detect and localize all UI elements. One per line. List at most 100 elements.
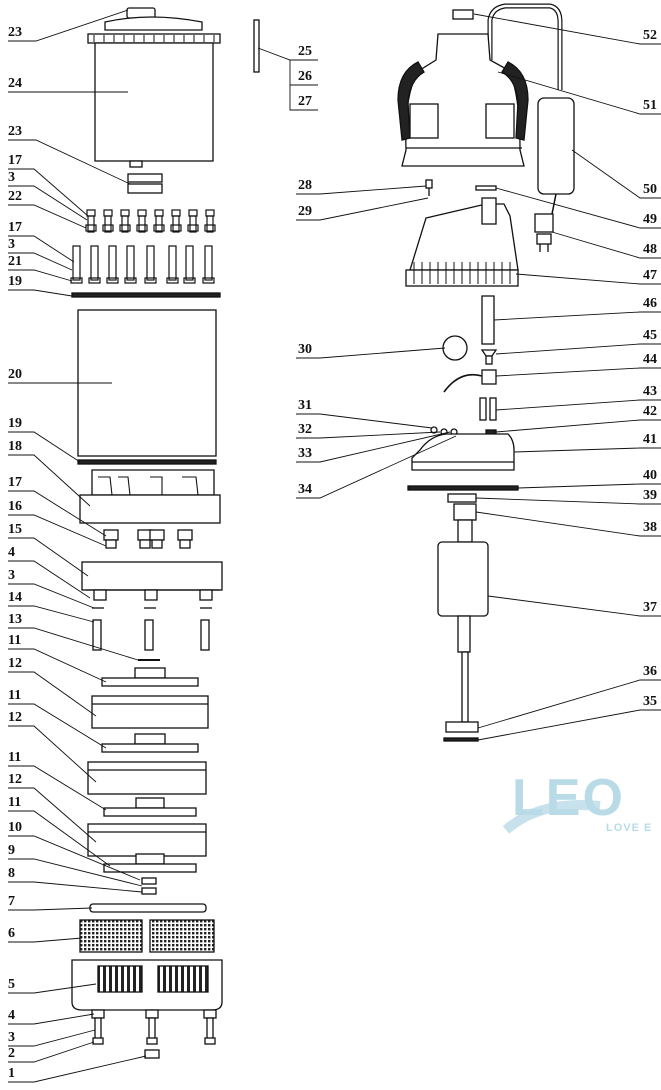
part-number-label: 14	[8, 590, 22, 605]
part-number-label: 10	[8, 820, 22, 835]
part-number-label: 17	[8, 153, 22, 168]
part-48-plug	[534, 213, 554, 252]
part-15-middle-plate	[81, 561, 223, 601]
bolts-row-1	[85, 209, 216, 233]
part-number-label: 13	[8, 612, 22, 627]
part-number-label: 49	[643, 212, 657, 227]
part-11-impeller-1	[101, 667, 199, 687]
part-number-label: 41	[643, 432, 657, 447]
part-number-label: 7	[8, 894, 15, 909]
part-number-label: 17	[8, 475, 22, 490]
part-6-strainer	[79, 919, 215, 953]
part-number-label: 30	[298, 342, 312, 357]
part-23-cap-top	[104, 7, 203, 31]
part-number-label: 23	[8, 124, 22, 139]
part-number-label: 45	[643, 328, 657, 343]
part-7-plate	[89, 903, 207, 913]
part-47-motor-cover	[405, 197, 519, 287]
bolts-row-2	[70, 245, 215, 284]
part-number-label: 32	[298, 422, 312, 437]
part-number-label: 31	[298, 398, 312, 413]
part-44-bracket	[443, 369, 497, 393]
part-number-label: 34	[298, 482, 312, 497]
part-number-label: 12	[8, 772, 22, 787]
part-number-label: 16	[8, 499, 22, 514]
part-11-impeller-3	[103, 797, 197, 817]
part-number-label: 11	[8, 750, 22, 765]
part-38-bearing	[453, 503, 477, 543]
part-number-label: 47	[643, 268, 657, 283]
part-46-rod	[481, 295, 495, 345]
part-51-handle-cover	[397, 33, 529, 167]
part-35-washer	[443, 737, 479, 742]
part-14-sleeves	[92, 607, 212, 651]
part-40-gasket	[407, 485, 519, 491]
part-16-coupling-nuts	[103, 529, 193, 549]
part-number-label: 42	[643, 404, 657, 419]
part-number-label: 50	[643, 182, 657, 197]
part-2-3-4-feet	[91, 1009, 217, 1045]
part-1-small-nut	[144, 1049, 160, 1059]
part-number-label: 39	[643, 488, 657, 503]
watermark-tagline: LOVE E	[606, 822, 653, 834]
part-number-label: 23	[8, 25, 22, 40]
part-number-label: 5	[8, 977, 15, 992]
part-number-label: 38	[643, 520, 657, 535]
part-number-label: 36	[643, 664, 657, 679]
part-number-label: 4	[8, 545, 15, 560]
part-39-bearing-ring	[447, 493, 477, 503]
part-19-gasket-top	[71, 292, 221, 298]
part-number-label: 22	[8, 189, 22, 204]
part-11-impeller-4	[103, 853, 197, 873]
part-number-label: 27	[298, 94, 312, 109]
part-12-diffuser-2	[87, 761, 207, 795]
part-number-label: 33	[298, 446, 312, 461]
part-number-label: 3	[8, 1030, 15, 1045]
part-41-end-cap	[411, 433, 515, 471]
part-number-label: 43	[643, 384, 657, 399]
part-number-label: 37	[643, 600, 657, 615]
part-number-label: 12	[8, 710, 22, 725]
part-number-label: 3	[8, 237, 15, 252]
part-24-top-housing	[87, 33, 221, 168]
part-11-impeller-2	[101, 733, 199, 753]
parts-28-29-screw	[425, 179, 433, 196]
part-number-label: 6	[8, 926, 15, 941]
parts-8-10-seals	[141, 877, 157, 895]
part-number-label: 11	[8, 795, 22, 810]
part-number-label: 20	[8, 367, 22, 382]
watermark-brand: LEO	[512, 769, 625, 827]
part-number-label: 8	[8, 866, 15, 881]
part-18-upper-chamber	[79, 469, 221, 524]
part-number-label: 44	[643, 352, 657, 367]
part-45-bushing	[480, 349, 498, 365]
part-number-label: 51	[643, 98, 657, 113]
part-number-label: 24	[8, 76, 22, 91]
part-number-label: 19	[8, 274, 22, 289]
part-number-label: 4	[8, 1008, 15, 1023]
part-number-label: 29	[298, 204, 312, 219]
part-5-base	[71, 959, 223, 1011]
part-number-label: 12	[8, 656, 22, 671]
part-number-label: 48	[643, 242, 657, 257]
part-number-label: 3	[8, 568, 15, 583]
part-12-diffuser-3	[87, 823, 207, 857]
part-37-rotor	[437, 541, 489, 723]
part-number-label: 19	[8, 416, 22, 431]
part-36-bearing	[445, 721, 479, 733]
part-number-label: 9	[8, 843, 15, 858]
part-number-label: 2	[8, 1046, 15, 1061]
part-number-label: 3	[8, 170, 15, 185]
part-number-label: 52	[643, 28, 657, 43]
part-number-label: 25	[298, 44, 312, 59]
part-30-capacitor	[442, 335, 468, 361]
part-49-slot-cover	[475, 185, 497, 191]
part-number-label: 28	[298, 178, 312, 193]
part-50-float-switch	[537, 97, 575, 215]
part-number-label: 26	[298, 69, 312, 84]
watermark-swoosh	[502, 800, 601, 834]
leader-lines	[8, 9, 661, 1083]
part-number-label: 17	[8, 220, 22, 235]
